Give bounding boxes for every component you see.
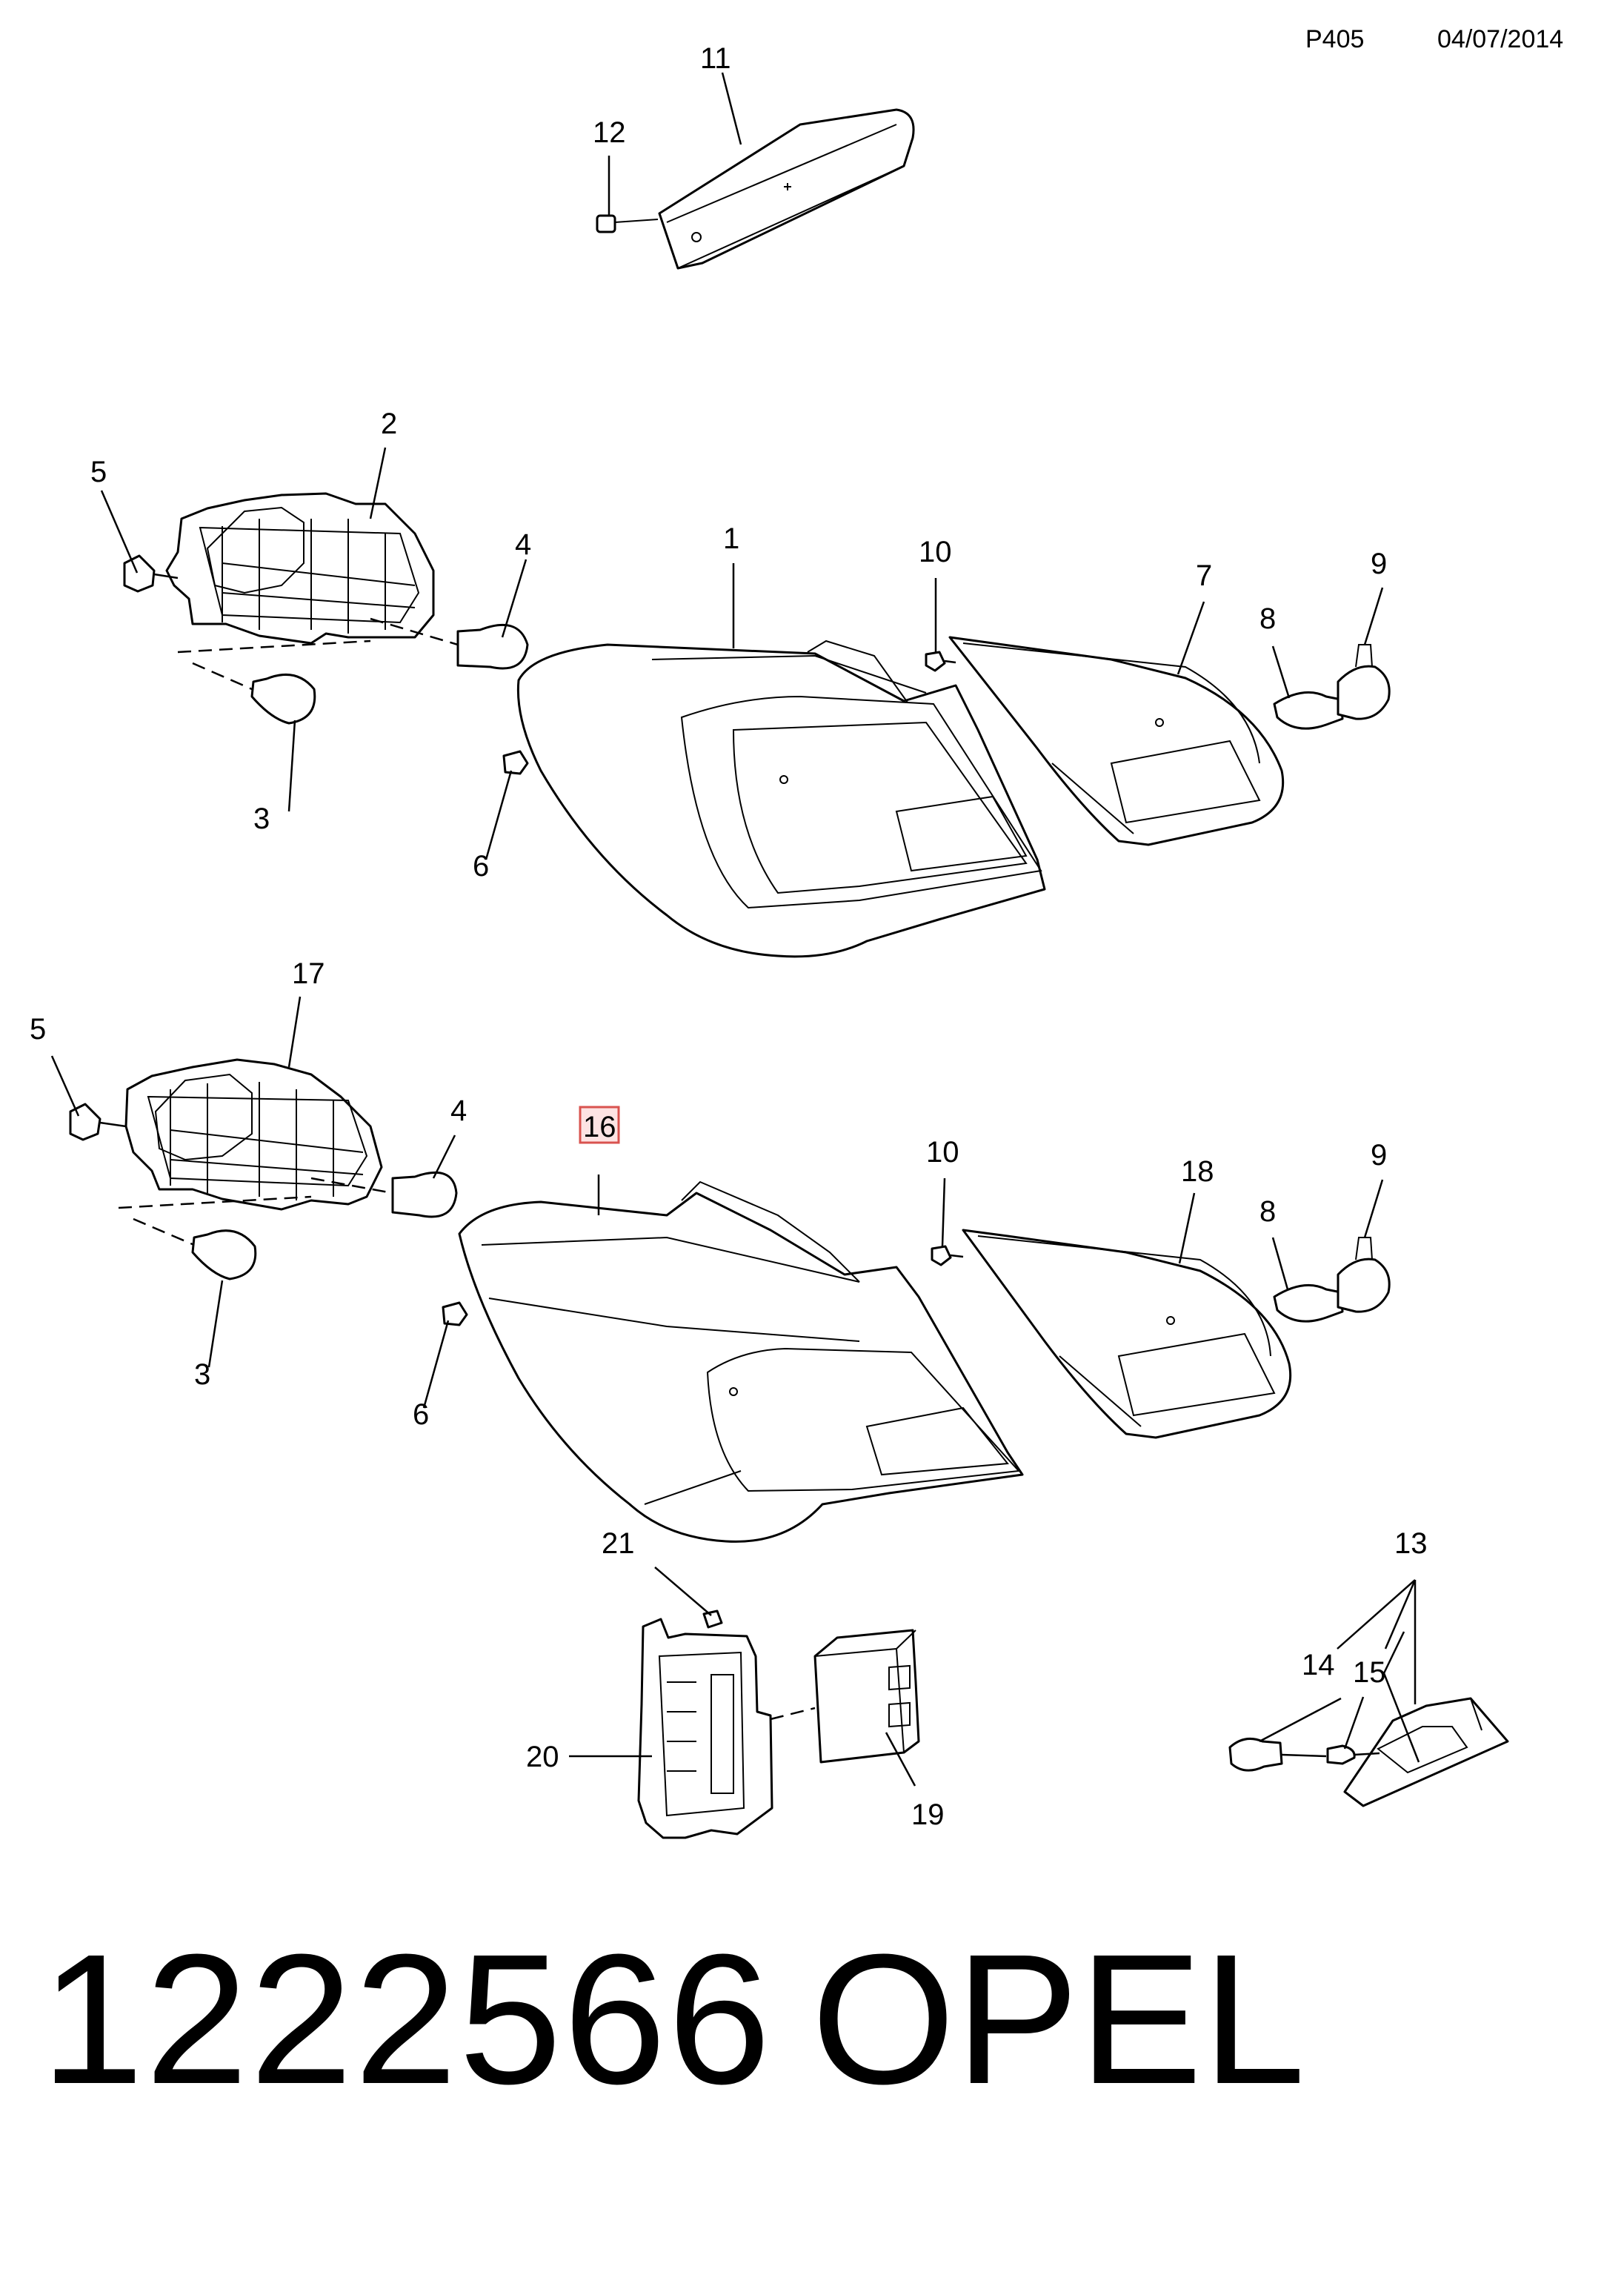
callout-11: 11 [700, 42, 731, 75]
tail-lamp-outer-16[interactable] [458, 1180, 1024, 1543]
callout-14: 14 [1302, 1649, 1335, 1681]
callout-8-lower: 8 [1259, 1195, 1276, 1228]
tail-lamp-inner-7[interactable] [948, 636, 1285, 846]
callout-10-lower: 10 [926, 1136, 959, 1169]
nut-6-lower[interactable] [442, 1301, 468, 1326]
bulb-4-lower[interactable] [310, 1171, 458, 1218]
callout-20: 20 [526, 1741, 559, 1773]
callout-19: 19 [911, 1798, 945, 1831]
screw-21[interactable] [702, 1609, 723, 1629]
callout-9-upper: 9 [1371, 548, 1387, 580]
bulb-3-lower[interactable] [118, 1195, 312, 1280]
callout-3-upper: 3 [253, 803, 270, 835]
callout-15: 15 [1353, 1656, 1386, 1689]
bulb-holder-17[interactable] [124, 1058, 383, 1211]
tail-lamp-inner-18[interactable] [962, 1229, 1292, 1439]
callout-4-lower: 4 [450, 1094, 467, 1127]
callout-17: 17 [292, 957, 325, 990]
bulb-3-upper[interactable] [177, 639, 371, 725]
connector-5-lower[interactable] [69, 1103, 127, 1141]
nut-6-upper[interactable] [502, 750, 529, 775]
callout-9-lower: 9 [1371, 1139, 1387, 1172]
screw-10-upper[interactable] [925, 651, 956, 672]
callout-6-lower: 6 [413, 1398, 429, 1431]
callout-13: 13 [1394, 1527, 1428, 1560]
callout-6-upper: 6 [473, 850, 489, 883]
callout-18: 18 [1181, 1155, 1214, 1188]
socket-9-upper[interactable] [1337, 644, 1391, 720]
callout-12: 12 [593, 116, 626, 149]
connector-5-upper[interactable] [123, 554, 179, 593]
bulb-14[interactable] [1228, 1737, 1327, 1772]
callout-21: 21 [602, 1527, 635, 1560]
bulb-15[interactable] [1326, 1744, 1380, 1765]
callout-5-lower: 5 [30, 1013, 46, 1046]
bracket-20[interactable] [637, 1618, 816, 1839]
leader-lines [50, 72, 1420, 1787]
tail-lamp-outer-1[interactable] [516, 639, 1046, 958]
bulb-holder-2[interactable] [165, 492, 435, 645]
callout-2: 2 [381, 408, 397, 440]
bulb-4-upper[interactable] [370, 617, 529, 670]
callout-1: 1 [723, 522, 739, 555]
callout-5-upper: 5 [90, 456, 107, 488]
brand-name: OPEL [811, 1916, 1305, 2122]
socket-9-lower[interactable] [1337, 1237, 1391, 1313]
callout-4-upper: 4 [515, 528, 531, 561]
highlight-box-16 [579, 1106, 620, 1144]
screw-10-lower[interactable] [931, 1245, 964, 1266]
callout-10-upper: 10 [919, 536, 952, 568]
callout-3-lower: 3 [194, 1358, 210, 1391]
lamp-screw-12[interactable] [596, 214, 659, 233]
bulb-8-lower[interactable] [1273, 1283, 1344, 1323]
callout-7: 7 [1196, 559, 1212, 592]
license-plate-lamp-13[interactable] [1343, 1697, 1509, 1807]
callout-8-upper: 8 [1259, 602, 1276, 635]
page-code: P405 [1305, 25, 1365, 53]
callout-16: 16 [583, 1111, 616, 1143]
bulb-8-upper[interactable] [1273, 691, 1344, 730]
high-mounted-stop-lamp[interactable] [658, 108, 915, 270]
part-number: 1222566 [41, 1916, 773, 2122]
control-module-19[interactable] [813, 1629, 920, 1764]
diagram-date: 04/07/2014 [1437, 25, 1564, 53]
